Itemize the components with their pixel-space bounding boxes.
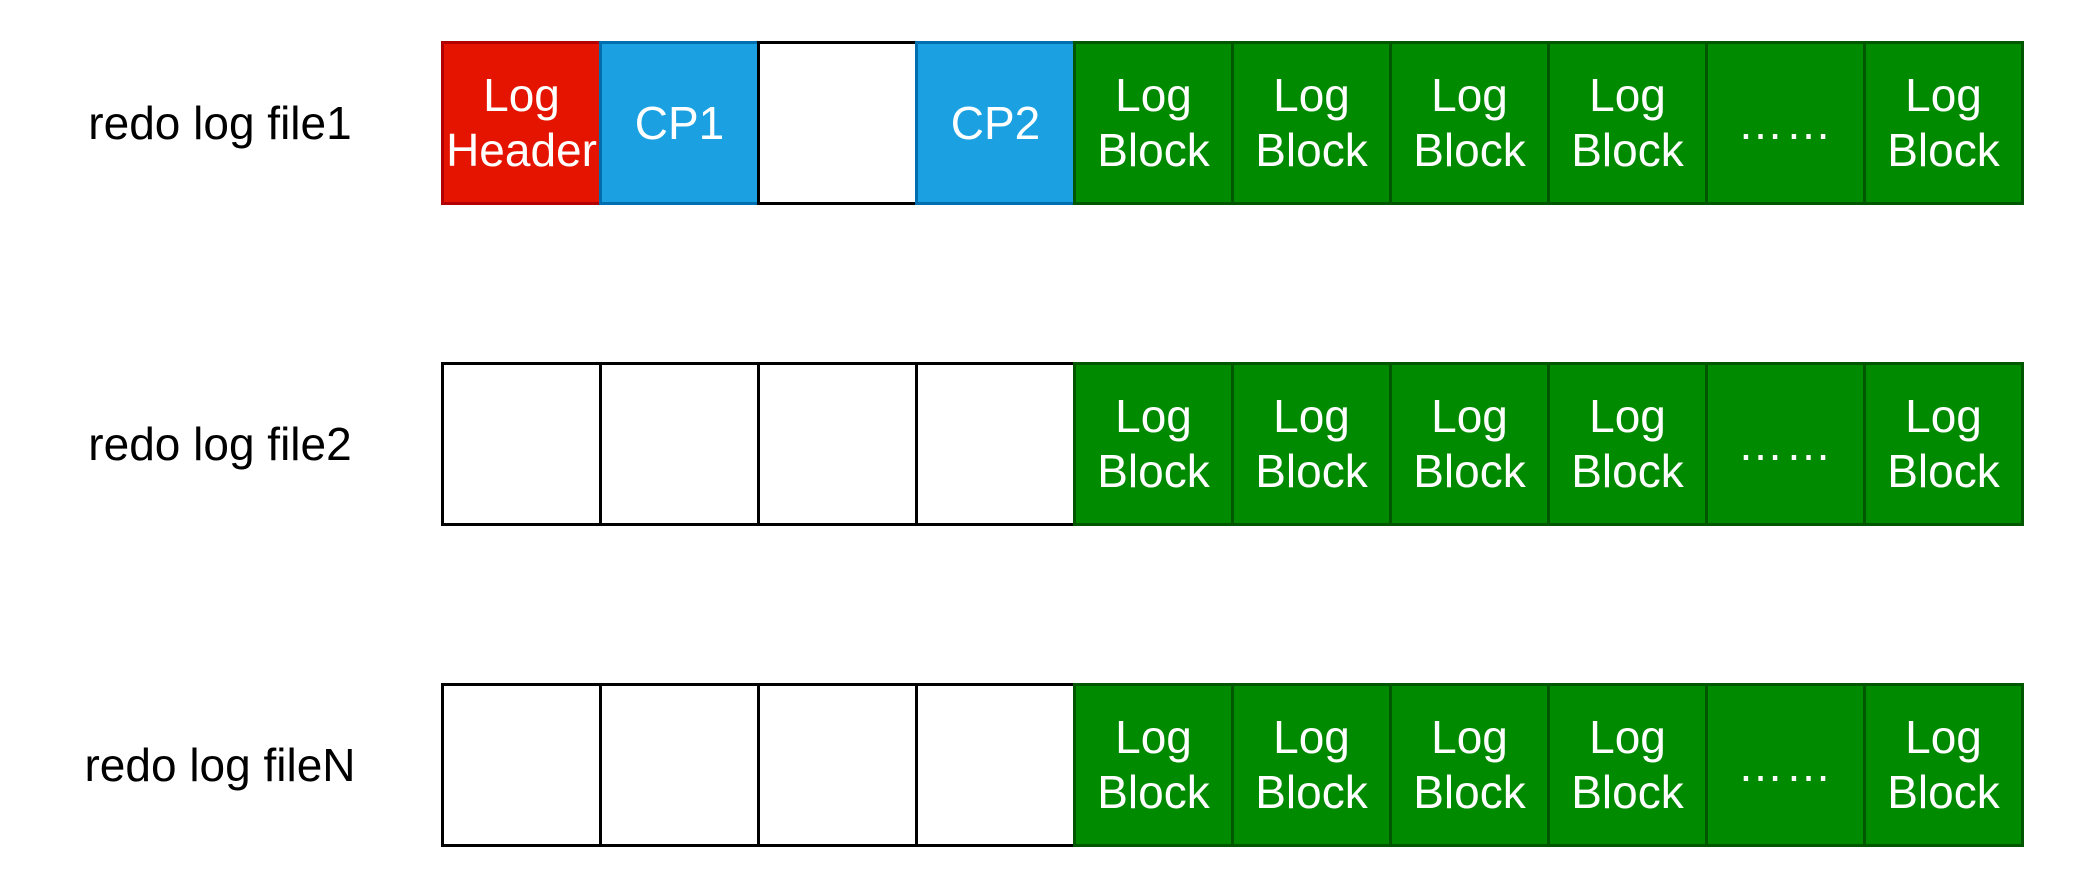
cell-text-line: Header	[446, 124, 597, 176]
cell-text-line: Block	[1887, 766, 2000, 818]
cell-text-line: Block	[1571, 124, 1684, 176]
cell-text-line: Block	[1255, 124, 1368, 176]
empty-cell	[915, 362, 1076, 526]
checkpoint-cell: CP2	[915, 41, 1076, 205]
cell-text-line: Block	[1571, 766, 1684, 818]
empty-cell	[599, 362, 760, 526]
cell-text-line: ……	[1737, 417, 1834, 470]
cell-text-line: Block	[1413, 124, 1526, 176]
empty-cell	[441, 683, 602, 847]
ellipsis-cell: ……	[1705, 41, 1866, 205]
cell-text-line: Log	[1431, 69, 1508, 121]
cell-text-line: Log	[1115, 69, 1192, 121]
cell-text-line: Block	[1571, 445, 1684, 497]
cell-text-line: Log	[1589, 711, 1666, 763]
cell-text-line: Log	[1589, 69, 1666, 121]
cell-text-line: CP1	[634, 96, 725, 149]
checkpoint-cell: CP1	[599, 41, 760, 205]
cell-text-line: Block	[1255, 766, 1368, 818]
cell-text-line: Log	[1115, 390, 1192, 442]
row-label: redo log file1	[88, 97, 352, 149]
cell-text-line: Log	[1273, 69, 1350, 121]
empty-cell	[757, 362, 918, 526]
cell-text-line: Log	[1273, 711, 1350, 763]
cell-text-line: Log	[1905, 390, 1982, 442]
cell-text-line: Block	[1097, 124, 1210, 176]
ellipsis-cell: ……	[1705, 683, 1866, 847]
cell-text-line: ……	[1737, 738, 1834, 791]
cell-text-line: Block	[1887, 124, 2000, 176]
cell-text-line: Log	[1115, 711, 1192, 763]
ellipsis-cell: ……	[1705, 362, 1866, 526]
empty-cell	[915, 683, 1076, 847]
cell-text-line: Block	[1413, 766, 1526, 818]
cell-text-line: Log	[1905, 69, 1982, 121]
cell-text-line: Log	[1905, 711, 1982, 763]
empty-cell	[757, 683, 918, 847]
cell-text-line: Block	[1097, 445, 1210, 497]
cell-text-line: Log	[1431, 390, 1508, 442]
empty-cell	[757, 41, 918, 205]
cell-text-line: Log	[483, 69, 560, 121]
empty-cell	[441, 362, 602, 526]
cell-text-line: Block	[1097, 766, 1210, 818]
cell-text-line: CP2	[950, 96, 1041, 149]
empty-cell	[599, 683, 760, 847]
cell-text-line: Log	[1431, 711, 1508, 763]
cell-text-line: ……	[1737, 96, 1834, 149]
row-label: redo log fileN	[84, 739, 356, 791]
cell-text-line: Block	[1413, 445, 1526, 497]
row-label: redo log file2	[88, 418, 352, 470]
cell-text-line: Log	[1273, 390, 1350, 442]
cell-text-line: Block	[1887, 445, 2000, 497]
cell-text-line: Log	[1589, 390, 1666, 442]
cell-text-line: Block	[1255, 445, 1368, 497]
